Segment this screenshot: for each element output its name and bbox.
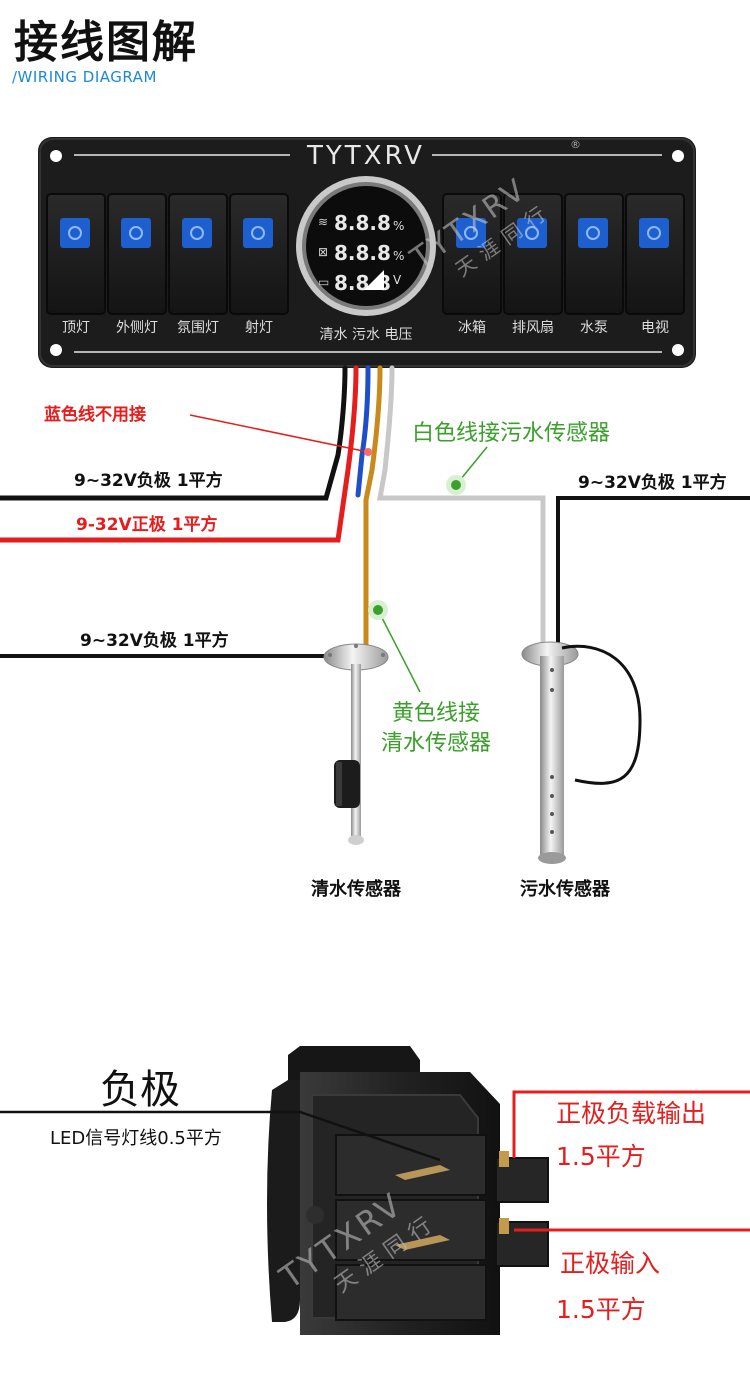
gauge-unit: %	[393, 219, 404, 233]
digital-gauge: ≋ ⊠ ▭ 8.8.8 8.8.8 8.8.8 % % V	[296, 176, 436, 316]
page-subtitle: /WIRING DIAGRAM	[12, 68, 157, 86]
blue-wire-note: 蓝色线不用接	[44, 404, 146, 425]
gauge-unit: V	[393, 273, 402, 287]
terminal-pin-icon	[499, 1218, 509, 1234]
rocker-switch[interactable]	[564, 193, 624, 315]
gauge-reading: 8.8.8	[334, 241, 391, 265]
switch-label: 电视	[641, 320, 669, 336]
panel-brand: TYTXRV	[306, 141, 425, 171]
switch-input-label-line2: 1.5平方	[556, 1295, 646, 1324]
switch-input-label-line1: 正极输入	[560, 1249, 660, 1278]
switch-lens-icon	[639, 218, 669, 248]
page-title: 接线图解	[14, 17, 198, 68]
screw-hole-icon	[672, 344, 684, 356]
switch-lens-icon	[517, 218, 547, 248]
screw-hole-icon	[50, 150, 62, 162]
switch-wires	[0, 1090, 750, 1232]
switch-label: 外侧灯	[116, 320, 158, 336]
gauge-label: 清水 污水 电压	[320, 327, 413, 343]
switch-led-wire-label: LED信号灯线0.5平方	[50, 1128, 222, 1149]
water-level-icon: ≋	[318, 215, 328, 229]
switch-label: 冰箱	[458, 320, 486, 336]
negative-label-right: 9~32V负极 1平方	[578, 472, 727, 493]
registered-mark: ®	[570, 138, 581, 151]
switch-lens-icon	[578, 218, 608, 248]
clean-water-sensor-label: 清水传感器	[311, 878, 402, 900]
waste-water-icon: ⊠	[318, 245, 328, 259]
positive-label-left: 9-32V正极 1平方	[76, 514, 217, 535]
rocker-switch[interactable]	[503, 193, 563, 315]
switch-output-label-line1: 正极负载输出	[556, 1099, 706, 1128]
level-indicator-icon	[364, 270, 384, 290]
rocker-switch[interactable]	[442, 193, 502, 315]
waste-water-sensor-label: 污水传感器	[520, 878, 611, 900]
white-wire-note: 白色线接污水传感器	[412, 421, 610, 446]
green-marker-icon	[373, 605, 383, 615]
switch-panel: TYTXRV ®	[38, 137, 696, 368]
rocker-switch[interactable]	[107, 193, 167, 315]
gauge-unit: %	[393, 249, 404, 263]
rocker-switch[interactable]	[229, 193, 289, 315]
yellow-wire-pointer	[377, 609, 421, 693]
green-marker-icon	[451, 480, 461, 490]
switch-lens-icon	[456, 218, 486, 248]
switch-lens-icon	[182, 218, 212, 248]
negative-label-left-middle: 9~32V负极 1平方	[80, 630, 229, 651]
screw-hole-icon	[50, 344, 62, 356]
rocker-switch[interactable]	[625, 193, 685, 315]
switch-label: 氛围灯	[177, 320, 219, 336]
gauge-reading: 8.8.8	[334, 211, 391, 235]
wire-bundle	[0, 365, 750, 658]
rocker-switch-side-view	[267, 1046, 549, 1335]
switch-label: 顶灯	[62, 320, 90, 336]
rocker-switch[interactable]	[168, 193, 228, 315]
switch-lens-icon	[121, 218, 151, 248]
rocker-switch[interactable]	[46, 193, 106, 315]
switch-negative-title: 负极	[100, 1067, 180, 1113]
switch-label: 水泵	[580, 320, 608, 336]
yellow-wire-note-line2: 清水传感器	[381, 731, 491, 756]
negative-label-left-top: 9~32V负极 1平方	[74, 470, 223, 491]
yellow-wire-note-line1: 黄色线接	[392, 701, 480, 726]
battery-icon: ▭	[318, 275, 329, 289]
blue-wire-pointer	[189, 414, 369, 453]
terminal-pin-icon	[499, 1151, 509, 1167]
clean-water-sensor	[323, 643, 389, 845]
waste-water-sensor	[521, 641, 642, 864]
switch-lens-icon	[243, 218, 273, 248]
switch-output-label-line2: 1.5平方	[556, 1142, 646, 1171]
switch-label: 排风扇	[512, 320, 554, 336]
pointer-dot-icon	[364, 448, 372, 456]
switch-label: 射灯	[245, 320, 273, 336]
switch-lens-icon	[60, 218, 90, 248]
screw-hole-icon	[672, 150, 684, 162]
